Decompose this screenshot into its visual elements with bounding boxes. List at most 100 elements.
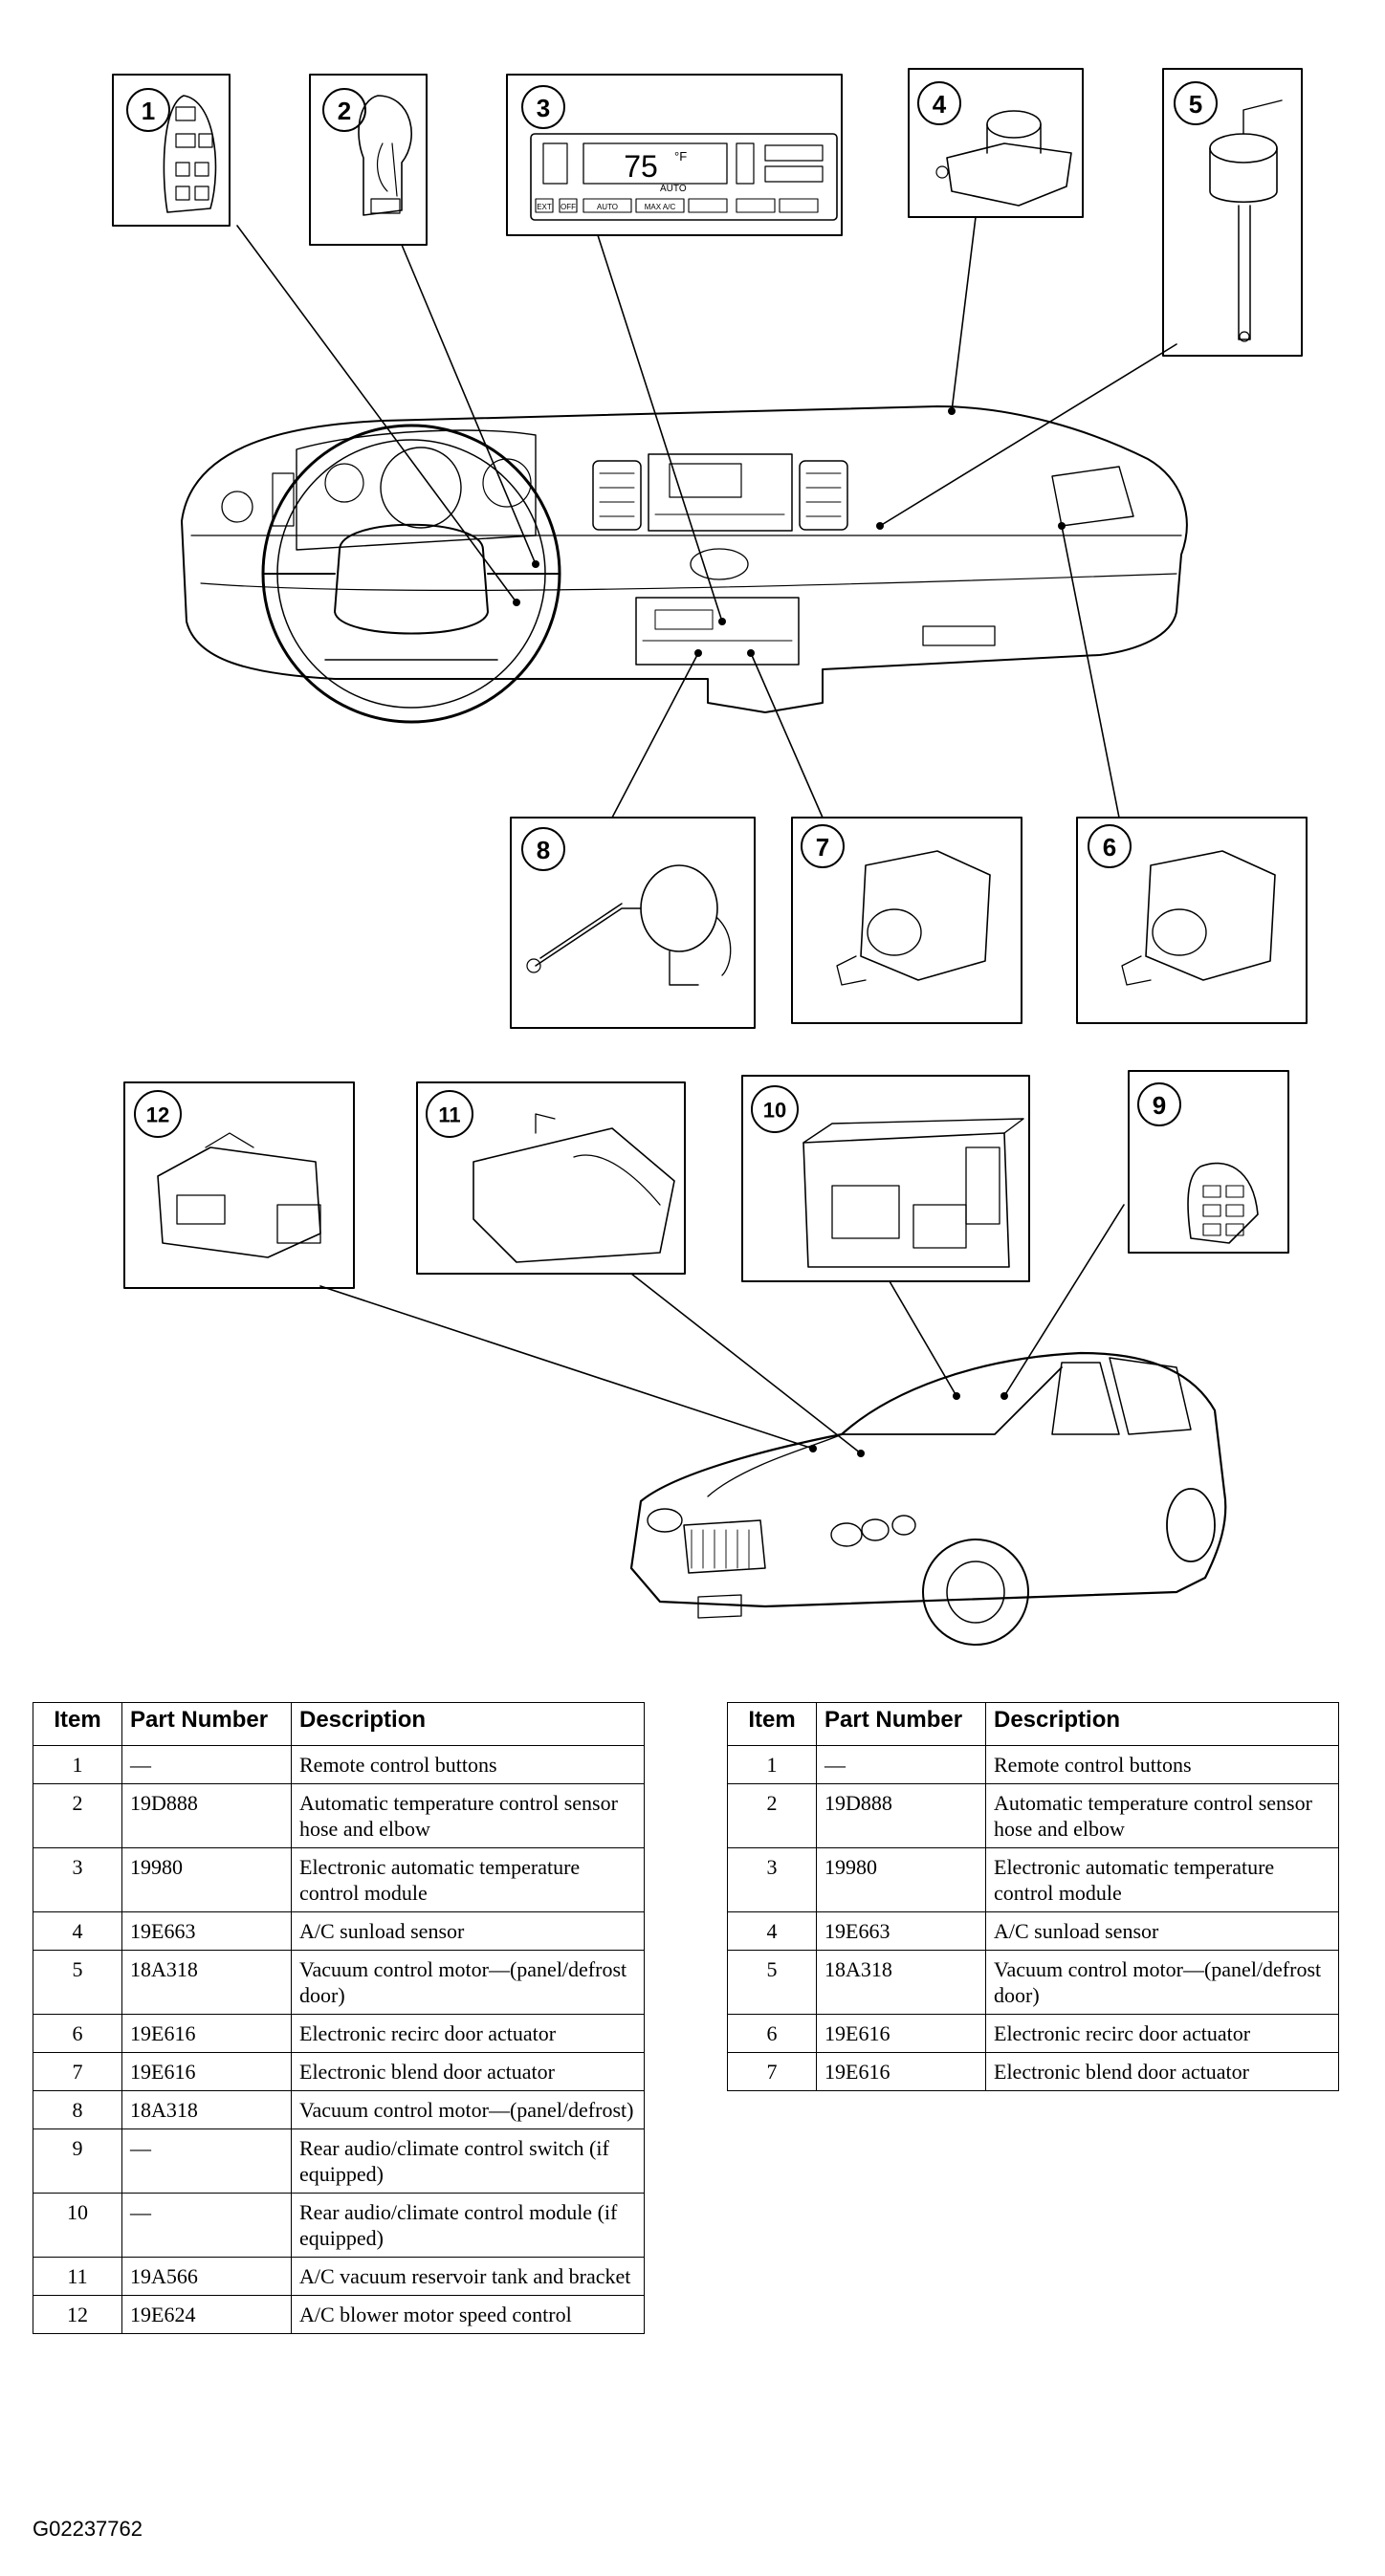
cell-part-number: — xyxy=(121,1745,292,1784)
cell-part-number: 19D888 xyxy=(816,1783,986,1848)
cell-item: 2 xyxy=(727,1783,817,1848)
item-8-vacuum-motor-box xyxy=(510,817,756,1029)
leader-dots xyxy=(513,407,1066,1457)
module-button-auto: AUTO xyxy=(597,203,618,211)
parts-table-right: Item Part Number Description 1—Remote co… xyxy=(727,1702,1339,2091)
cell-description: A/C blower motor speed control xyxy=(291,2295,645,2334)
cell-part-number: 19E616 xyxy=(816,2052,986,2091)
cell-part-number: 19980 xyxy=(816,1847,986,1912)
table-row: 1—Remote control buttons xyxy=(33,1745,645,1784)
item-10-rear-control-module-box xyxy=(741,1075,1030,1282)
callout-1: 1 xyxy=(142,97,155,125)
cell-item: 7 xyxy=(33,2052,122,2091)
cell-part-number: 19980 xyxy=(121,1847,292,1912)
cell-description: Electronic automatic temperature control… xyxy=(985,1847,1339,1912)
cell-part-number: 19E616 xyxy=(816,2014,986,2053)
cell-item: 5 xyxy=(33,1950,122,2015)
cell-item: 4 xyxy=(33,1911,122,1951)
table-header-row: Item Part Number Description xyxy=(727,1702,1339,1746)
header-item: Item xyxy=(33,1702,122,1746)
module-button-max-ac: MAX A/C xyxy=(645,203,676,211)
parts-table-left: Item Part Number Description 1—Remote co… xyxy=(33,1702,645,2334)
cell-item: 3 xyxy=(33,1847,122,1912)
cell-part-number: — xyxy=(121,2193,292,2258)
instrument-panel-illustration xyxy=(181,405,1188,724)
callout-11: 11 xyxy=(438,1103,460,1127)
cell-description: Vacuum control motor—(panel/defrost door… xyxy=(291,1950,645,2015)
callout-9: 9 xyxy=(1153,1091,1166,1120)
cell-part-number: 19A566 xyxy=(121,2257,292,2296)
callout-10: 10 xyxy=(763,1099,786,1123)
module-button-ext: EXT xyxy=(537,203,552,211)
item-9-rear-control-switch-box xyxy=(1128,1070,1289,1254)
cell-item: 10 xyxy=(33,2193,122,2258)
cell-description: Electronic blend door actuator xyxy=(291,2052,645,2091)
cell-item: 12 xyxy=(33,2295,122,2334)
item-7-blend-door-actuator-box xyxy=(791,817,1022,1024)
callout-circles xyxy=(126,81,1218,1138)
callout-4: 4 xyxy=(933,90,947,119)
item-1-remote-buttons-box xyxy=(112,74,231,227)
callout-8: 8 xyxy=(537,836,550,864)
module-temperature-unit: °F xyxy=(674,149,687,164)
cell-description: Electronic recirc door actuator xyxy=(291,2014,645,2053)
callout-5: 5 xyxy=(1189,90,1202,119)
cell-description: Vacuum control motor—(panel/defrost) xyxy=(291,2090,645,2129)
cell-description: Electronic automatic temperature control… xyxy=(291,1847,645,1912)
cell-part-number: 18A318 xyxy=(121,1950,292,2015)
callout-7: 7 xyxy=(816,833,829,862)
cell-description: Automatic temperature control sensor hos… xyxy=(985,1783,1339,1848)
cell-part-number: 19D888 xyxy=(121,1783,292,1848)
item-11-vacuum-reservoir-box xyxy=(416,1081,686,1275)
cell-part-number: 19E616 xyxy=(121,2014,292,2053)
cell-part-number: 19E624 xyxy=(121,2295,292,2334)
cell-description: Rear audio/climate control module (if eq… xyxy=(291,2193,645,2258)
cell-description: A/C sunload sensor xyxy=(985,1911,1339,1951)
cell-item: 9 xyxy=(33,2128,122,2194)
cell-item: 7 xyxy=(727,2052,817,2091)
cell-description: A/C sunload sensor xyxy=(291,1911,645,1951)
table-header-row: Item Part Number Description xyxy=(33,1702,645,1746)
cell-item: 1 xyxy=(727,1745,817,1784)
cell-part-number: — xyxy=(121,2128,292,2194)
cell-item: 6 xyxy=(727,2014,817,2053)
callout-3: 3 xyxy=(537,94,550,122)
cell-item: 3 xyxy=(727,1847,817,1912)
component-location-diagram: 75 °F AUTO EXT OFF AUTO MAX A/C 1 2 3 4 … xyxy=(112,68,1308,1646)
table-row: 9—Rear audio/climate control switch (if … xyxy=(33,2128,645,2194)
cell-part-number: — xyxy=(816,1745,986,1784)
cell-part-number: 18A318 xyxy=(121,2090,292,2129)
cell-description: A/C vacuum reservoir tank and bracket xyxy=(291,2257,645,2296)
item-3-control-module-box xyxy=(506,74,843,236)
cell-part-number: 19E616 xyxy=(121,2052,292,2091)
cell-item: 5 xyxy=(727,1950,817,2015)
cell-description: Electronic recirc door actuator xyxy=(985,2014,1339,2053)
cell-item: 1 xyxy=(33,1745,122,1784)
header-part-number: Part Number xyxy=(121,1702,292,1746)
module-temperature-readout: 75 xyxy=(624,149,658,184)
header-description: Description xyxy=(985,1702,1339,1746)
table-row: 1—Remote control buttons xyxy=(727,1745,1339,1784)
cell-item: 11 xyxy=(33,2257,122,2296)
cell-item: 4 xyxy=(727,1911,817,1951)
cell-description: Remote control buttons xyxy=(291,1745,645,1784)
item-6-recirc-door-actuator-box xyxy=(1076,817,1308,1024)
item-4-sunload-sensor-box xyxy=(908,68,1084,218)
cell-description: Electronic blend door actuator xyxy=(985,2052,1339,2091)
item-5-vacuum-motor-box xyxy=(1162,68,1303,357)
cell-description: Rear audio/climate control switch (if eq… xyxy=(291,2128,645,2194)
cell-part-number: 19E663 xyxy=(121,1911,292,1951)
cell-description: Automatic temperature control sensor hos… xyxy=(291,1783,645,1848)
